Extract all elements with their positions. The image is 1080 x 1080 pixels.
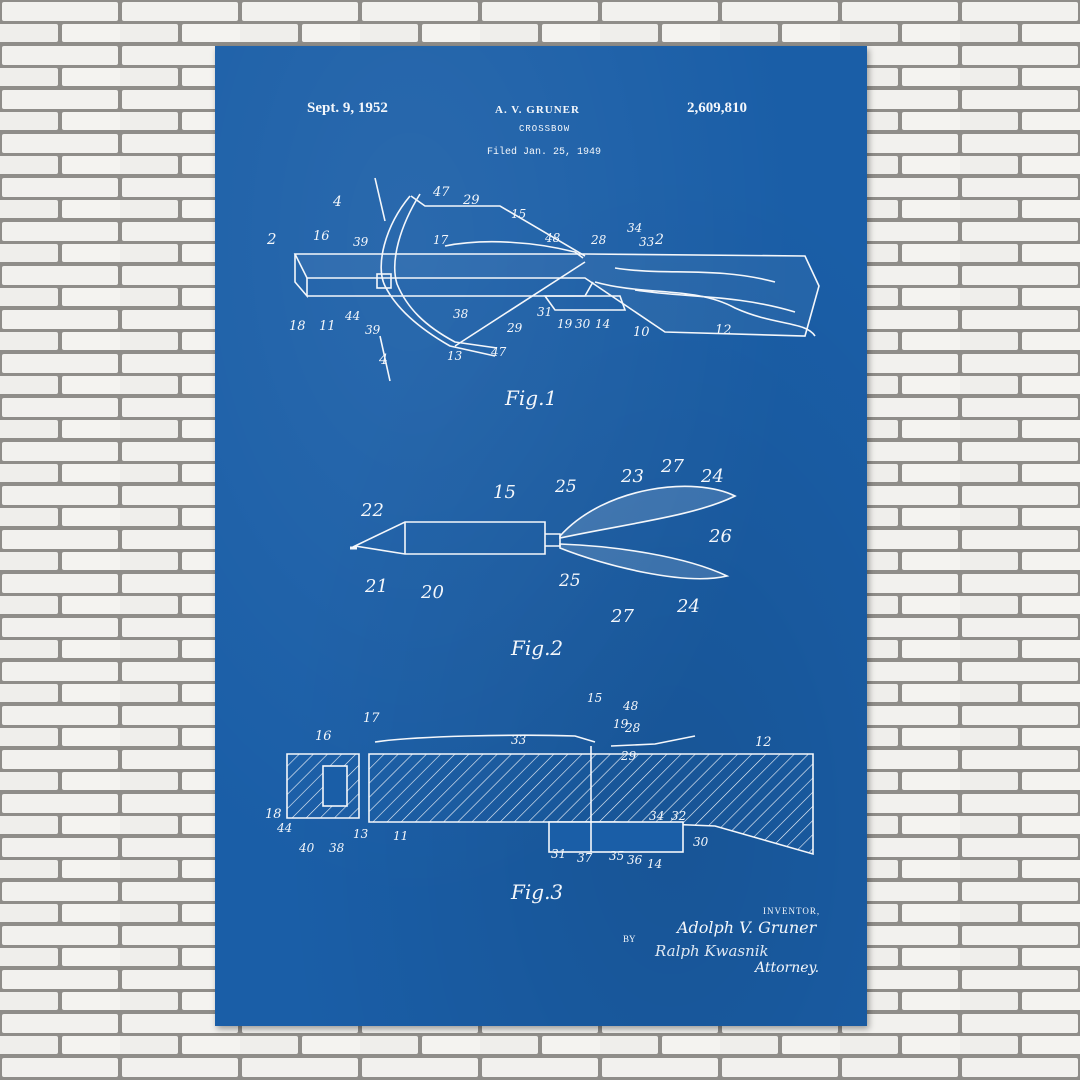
attorney-signature: Ralph Kwasnik [655, 942, 769, 960]
svg-text:15: 15 [511, 207, 526, 221]
figure-3-label: Fig.3 [511, 880, 564, 904]
svg-text:28: 28 [590, 233, 607, 247]
svg-text:31: 31 [537, 305, 552, 319]
svg-text:44: 44 [344, 309, 360, 323]
svg-text:19: 19 [557, 317, 573, 331]
svg-text:32: 32 [671, 809, 686, 823]
svg-text:35: 35 [609, 849, 624, 863]
svg-text:18: 18 [289, 319, 306, 334]
svg-text:18: 18 [265, 807, 282, 822]
svg-text:25: 25 [554, 477, 577, 497]
svg-text:29: 29 [620, 749, 637, 763]
patent-number: 2,609,810 [687, 100, 747, 116]
patent-drawing: 2 16 39 4 47 29 15 17 48 28 34 33 2 18 1… [265, 177, 820, 871]
svg-text:23: 23 [620, 466, 644, 487]
figure-1-crossbow-drawing: 2 16 39 4 47 29 15 17 48 28 34 33 2 18 1… [266, 177, 820, 382]
svg-text:34: 34 [627, 221, 642, 235]
svg-text:21: 21 [364, 576, 388, 597]
svg-text:20: 20 [420, 582, 444, 603]
svg-text:15: 15 [587, 691, 602, 705]
svg-text:47: 47 [490, 345, 507, 359]
svg-text:25: 25 [558, 571, 581, 591]
svg-text:13: 13 [353, 827, 369, 841]
inventor-signature: Adolph V. Gruner [677, 918, 817, 937]
svg-text:48: 48 [622, 699, 639, 713]
figure-2-arrow-drawing: 22 15 25 23 27 24 26 21 20 25 27 24 [350, 456, 737, 627]
figure-3-section-drawing: 16 17 15 48 19 28 33 29 12 18 44 40 38 1… [265, 691, 814, 871]
svg-text:16: 16 [313, 229, 330, 244]
svg-text:17: 17 [363, 711, 380, 726]
svg-text:36: 36 [627, 853, 643, 867]
by-label: BY [623, 934, 636, 944]
svg-text:31: 31 [551, 847, 566, 861]
svg-text:24: 24 [700, 466, 724, 487]
svg-text:38: 38 [329, 841, 345, 855]
svg-text:15: 15 [493, 482, 516, 503]
figure-1-label: Fig.1 [505, 386, 558, 410]
svg-text:29: 29 [462, 193, 480, 208]
svg-text:14: 14 [647, 857, 662, 871]
svg-text:27: 27 [660, 456, 684, 477]
svg-text:38: 38 [453, 307, 469, 321]
svg-text:2: 2 [654, 232, 664, 248]
svg-text:10: 10 [633, 325, 650, 340]
svg-text:47: 47 [432, 185, 450, 200]
svg-text:12: 12 [715, 323, 732, 338]
svg-text:29: 29 [506, 321, 523, 335]
figure-2-label: Fig.2 [511, 636, 564, 660]
svg-text:4: 4 [332, 194, 342, 210]
svg-text:16: 16 [315, 729, 332, 744]
svg-text:39: 39 [365, 323, 381, 337]
patent-title: CROSSBOW [519, 124, 571, 134]
svg-text:30: 30 [575, 317, 591, 331]
svg-text:44: 44 [276, 821, 292, 835]
svg-text:13: 13 [447, 349, 463, 363]
svg-text:11: 11 [319, 319, 336, 334]
attorney-label: Attorney. [755, 960, 820, 976]
svg-text:14: 14 [595, 317, 610, 331]
patent-date: Sept. 9, 1952 [307, 100, 388, 116]
svg-text:4: 4 [378, 352, 388, 368]
svg-text:19: 19 [613, 717, 629, 731]
svg-text:40: 40 [298, 841, 315, 855]
svg-text:39: 39 [353, 235, 369, 249]
svg-text:37: 37 [577, 851, 593, 865]
svg-text:11: 11 [393, 829, 408, 843]
svg-text:34: 34 [649, 809, 664, 823]
svg-text:30: 30 [693, 835, 709, 849]
inventor-label: INVENTOR, [763, 906, 821, 916]
svg-text:2: 2 [266, 230, 277, 248]
inventor-name-header: A. V. GRUNER [495, 104, 580, 116]
svg-text:17: 17 [433, 233, 449, 247]
patent-poster: 2 16 39 4 47 29 15 17 48 28 34 33 2 18 1… [215, 46, 867, 1026]
svg-text:27: 27 [610, 606, 634, 627]
filed-date: Filed Jan. 25, 1949 [487, 147, 602, 158]
svg-text:24: 24 [676, 596, 700, 617]
svg-text:28: 28 [624, 721, 641, 735]
svg-text:26: 26 [708, 526, 732, 547]
svg-text:48: 48 [544, 231, 561, 245]
svg-text:33: 33 [511, 733, 527, 747]
svg-text:33: 33 [639, 235, 655, 249]
svg-text:22: 22 [360, 500, 384, 521]
svg-text:12: 12 [755, 735, 772, 750]
